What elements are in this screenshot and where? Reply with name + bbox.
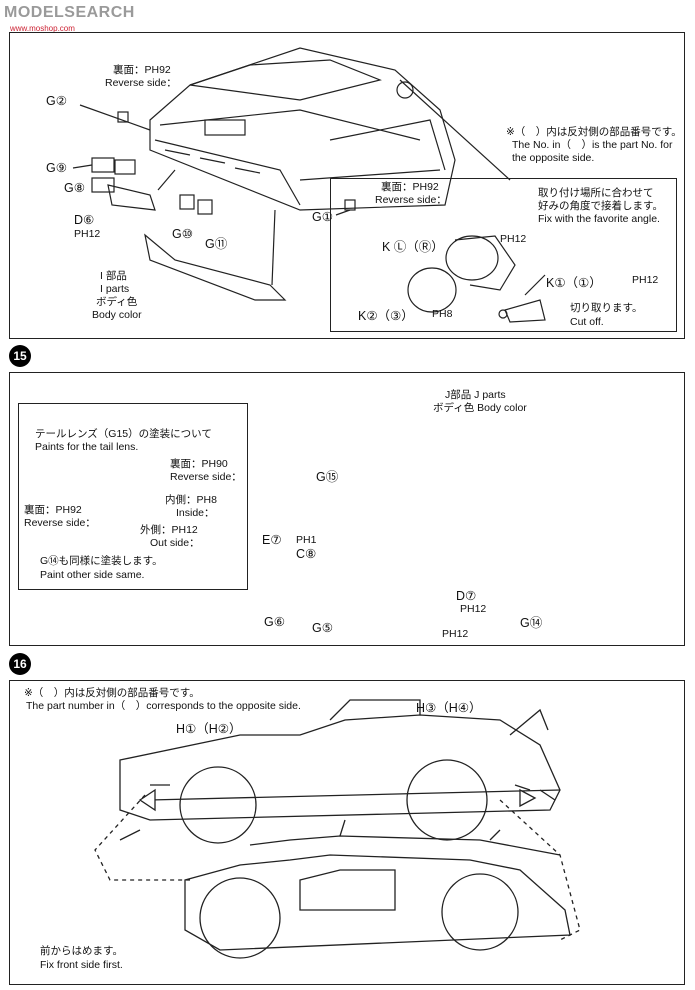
label-g9: G⑨ <box>46 161 67 175</box>
mirror-inset <box>330 178 677 332</box>
label-ph12a: PH12 <box>74 228 101 240</box>
label-ph12-d7: PH12 <box>460 603 487 615</box>
rev2-en-15: Reverse side： <box>24 517 96 529</box>
other-jp: G⑭も同様に塗装します。 <box>40 555 163 567</box>
mirror-head <box>445 235 499 281</box>
label-h3: H③（H④） <box>416 701 482 715</box>
label-g15: G⑮ <box>316 470 339 484</box>
side-car-drawing <box>119 699 561 844</box>
label-g6: G⑥ <box>264 615 285 629</box>
tail-en: Paints for the tail lens. <box>35 441 139 453</box>
note-line3: the opposite side. <box>512 152 595 164</box>
jbody-label: ボディ色 Body color <box>433 402 527 414</box>
part-i-spoiler <box>144 233 287 301</box>
jparts-label: J部品 J parts <box>445 389 506 401</box>
rev2-jp-15: 裏面：PH92 <box>24 504 82 516</box>
step-15-badge: 15 <box>9 345 31 367</box>
watermark-url: www.moshop.com <box>10 24 75 33</box>
fix-jp2: 好みの角度で接着します。 <box>538 200 663 212</box>
dash-guide-front <box>94 794 190 881</box>
label-g2: G② <box>46 94 67 108</box>
rev1-jp: 裏面：PH92 <box>113 64 171 76</box>
body-jp: ボディ色 <box>96 296 138 308</box>
part-g8 <box>91 177 115 193</box>
mirror-base <box>504 299 546 323</box>
cut-en: Cut off. <box>570 316 604 328</box>
label-d6: D⑥ <box>74 213 95 227</box>
label-ph12b: PH12 <box>500 233 527 245</box>
label-g1: G① <box>312 210 333 224</box>
fix-en: Fix with the favorite angle. <box>538 213 660 225</box>
label-g11: G⑪ <box>205 237 228 251</box>
mirror-glass <box>407 267 457 313</box>
part-d6 <box>107 184 156 211</box>
front-jp: 前からはめます。 <box>40 945 123 957</box>
label-g5: G⑤ <box>312 621 333 635</box>
label-ph8: PH8 <box>432 308 453 320</box>
label-h1: H①（H②） <box>176 722 242 736</box>
step-16-badge: 16 <box>9 653 31 675</box>
rev-jp: 裏面：PH90 <box>170 458 228 470</box>
tail-lens-inset <box>18 403 248 590</box>
note-line1: ※（ ）内は反対側の部品番号です。 <box>506 126 682 138</box>
front-car-drawing <box>149 47 456 211</box>
part-g10 <box>179 194 195 210</box>
label-g10: G⑩ <box>172 227 193 241</box>
label-g8: G⑧ <box>64 181 85 195</box>
label-ph12c: PH12 <box>632 274 659 286</box>
outside-en: Out side： <box>150 537 200 549</box>
watermark-logo: MODELSEARCH <box>4 4 135 21</box>
lower-car-drawing <box>184 819 571 959</box>
front-en: Fix front side first. <box>40 959 123 971</box>
panel-step-16 <box>9 680 685 985</box>
note-line2: The No. in（ ）is the part No. for <box>512 139 673 151</box>
cut-jp: 切り取ります。 <box>570 302 643 314</box>
label-kl: K Ⓛ（Ⓡ） <box>382 240 444 254</box>
inside-en: Inside： <box>176 507 215 519</box>
part-g2 <box>117 111 129 123</box>
label-ph1: PH1 <box>296 534 317 546</box>
outside-jp: 外側：PH12 <box>140 524 198 536</box>
part-g11 <box>197 199 213 215</box>
label-ph12-e7: PH12 <box>442 628 469 640</box>
label-g14: G⑭ <box>520 616 543 630</box>
dash-guide-rear <box>499 799 581 941</box>
label-c8: C⑧ <box>296 547 317 561</box>
rev1-en: Reverse side： <box>105 77 177 89</box>
rev-en: Reverse side： <box>170 471 242 483</box>
part-g9 <box>91 157 115 173</box>
iparts-jp: I 部品 <box>100 270 127 282</box>
rev2-jp: 裏面：PH92 <box>381 181 439 193</box>
panel-step-15 <box>9 372 685 646</box>
inside-jp: 内側：PH8 <box>165 494 217 506</box>
label-e7: E⑦ <box>262 533 282 547</box>
body-en: Body color <box>92 309 142 321</box>
label-k1: K①（①） <box>546 276 602 290</box>
other-en: Paint other side same. <box>40 569 145 581</box>
bot-note-en: The part number in（ ）corresponds to the … <box>26 700 301 712</box>
bot-note-jp: ※（ ）内は反対側の部品番号です。 <box>24 687 200 699</box>
fix-jp1: 取り付け場所に合わせて <box>538 187 654 199</box>
rev2-en: Reverse side： <box>375 194 447 206</box>
label-d7: D⑦ <box>456 589 477 603</box>
label-k2: K②（③） <box>358 309 414 323</box>
tail-jp: テールレンズ（G15）の塗装について <box>35 428 212 440</box>
iparts-en: I parts <box>100 283 130 295</box>
